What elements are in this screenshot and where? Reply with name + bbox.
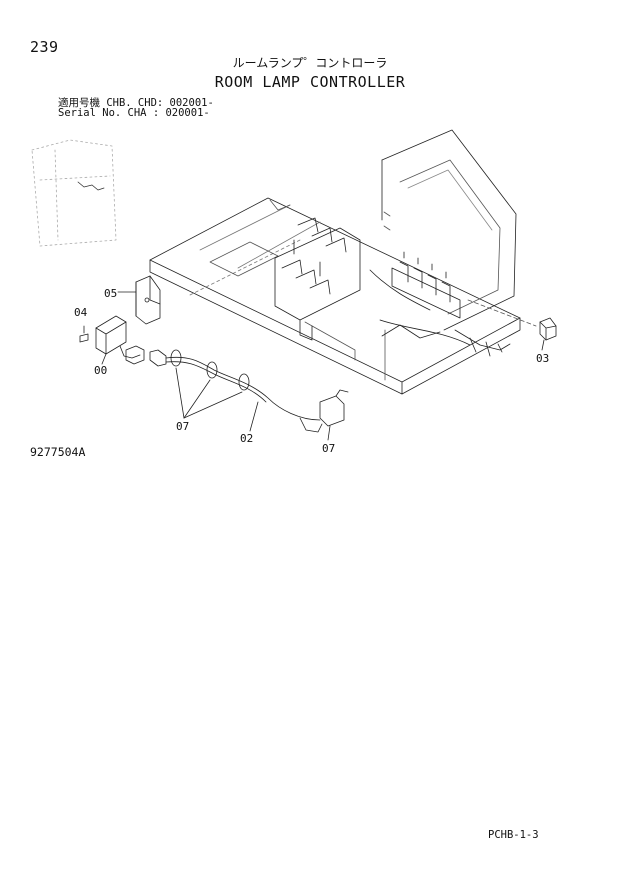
base-plate [149,197,521,395]
callout-07-connector: 07 [322,442,336,455]
leader-07a-3 [183,391,243,419]
harness-part-02 [149,349,349,433]
callout-07-harness-clips: 07 [176,420,190,433]
controller-part-00 [95,315,145,365]
relay-block [274,217,361,341]
connector-row [391,251,461,319]
serial-applicability-line: 適用号機 CHB. CHD: 002001- [58,97,214,109]
callout-03: 03 [536,352,550,365]
screw-part-04 [79,325,89,343]
leader-03 [541,339,545,351]
title-english: ROOM LAMP CONTROLLER [214,73,406,91]
leader-02 [249,401,259,432]
callout-04: 04 [74,306,88,319]
serial-number-line: Serial No. CHA : 020001- [58,107,210,119]
bracket-part-05 [135,275,161,325]
dashed-leader-03 [467,299,537,327]
leader-07b [327,425,331,441]
title-japanese: ルームランプ゜コントローラ [232,56,388,70]
callout-05: 05 [104,287,118,300]
callout-02: 02 [240,432,254,445]
leader-07a-2 [183,379,211,419]
leader-07a-1 [175,367,185,419]
page-number: 239 [30,38,59,56]
cab-outline-sketch [31,139,117,247]
leader-00 [101,353,107,365]
callout-00: 00 [94,364,108,377]
wiring-bundle [369,269,511,357]
controller-box [381,129,517,331]
switch-part-03 [539,317,557,341]
small-bracket-sketch [77,181,105,191]
figure-number: 9277504A [30,445,86,459]
page-code: PCHB-1-3 [488,829,539,841]
